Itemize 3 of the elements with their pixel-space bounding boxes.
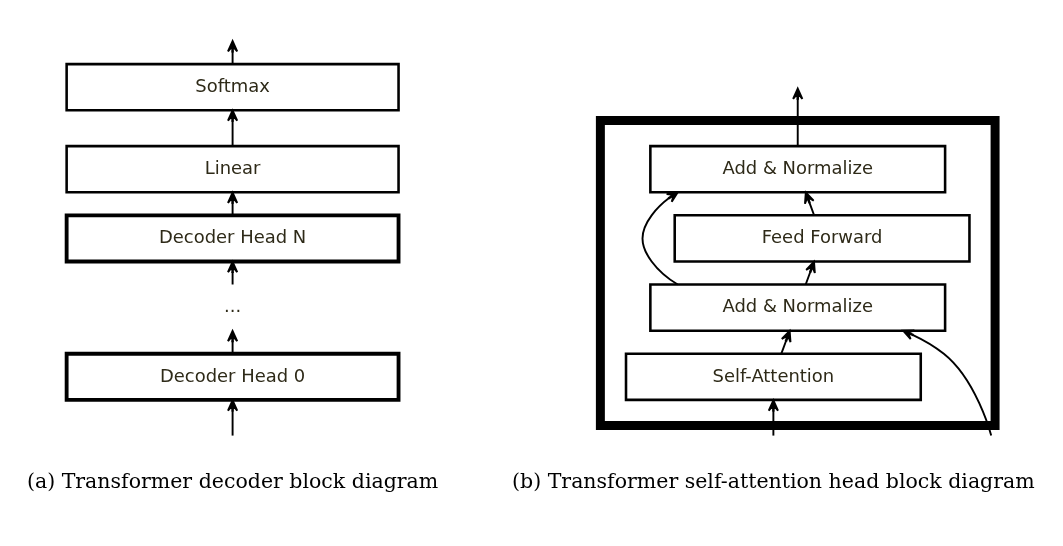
- node-text: ...: [224, 295, 242, 317]
- label: (b) Transformer self-attention head block diagram: [512, 468, 1035, 493]
- label: (a) Transformer decoder block diagram: [26, 468, 439, 493]
